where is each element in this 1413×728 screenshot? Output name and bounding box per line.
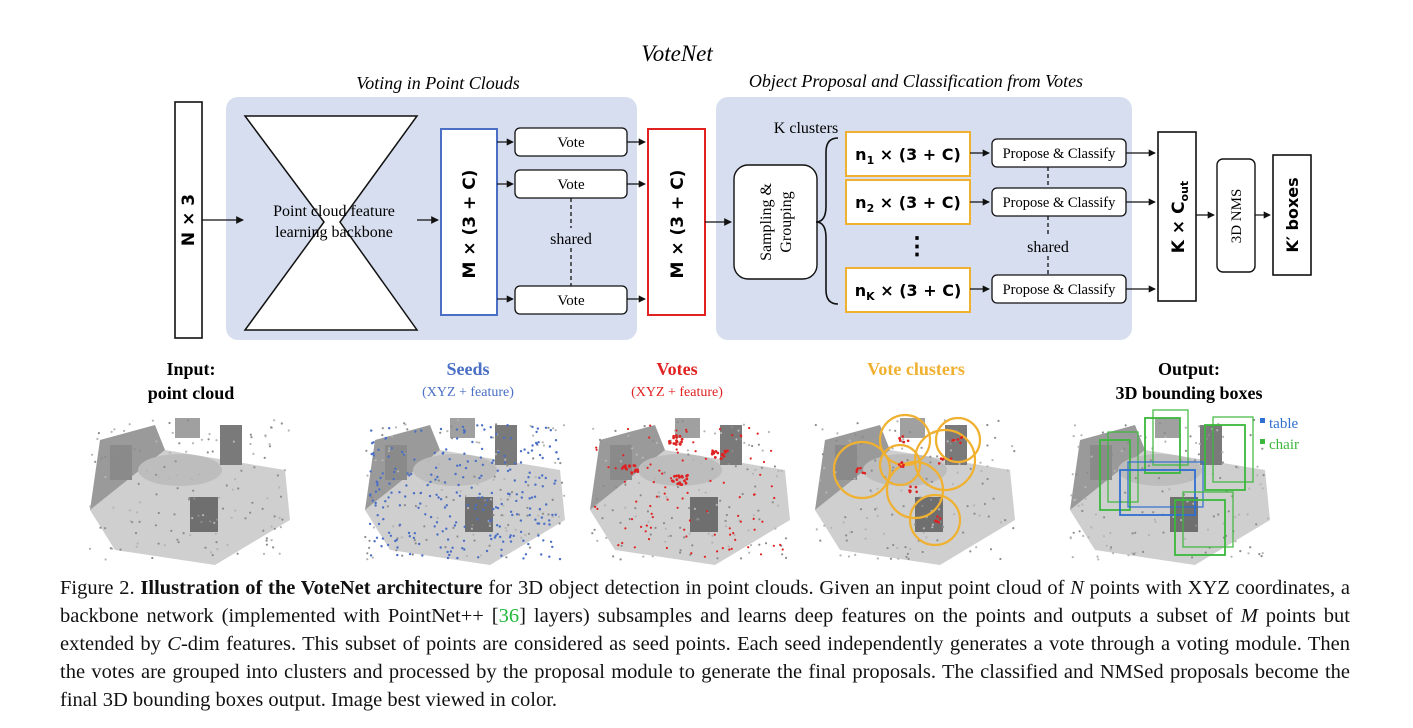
vote-label: Vote (557, 293, 585, 309)
caption-text: points but extended by (60, 605, 1350, 655)
panel-input-title-2: point cloud (148, 383, 235, 403)
figure-caption: Figure 2. Illustration of the VoteNet ar… (60, 574, 1350, 714)
propose-label: Propose & Classify (1003, 195, 1117, 211)
k-clusters-label: K clusters (774, 120, 838, 137)
shared-label: shared (1027, 239, 1069, 256)
cluster-brace (815, 137, 839, 305)
backbone-label-line1: Point cloud feature (273, 203, 395, 220)
panel-seeds-title: Seeds (446, 359, 489, 379)
caption-var-n: N (1070, 577, 1084, 599)
legend-chair-swatch (1260, 439, 1265, 444)
ellipsis-label: ⋮ (905, 234, 929, 260)
svg-text:nK × (3 + C): nK × (3 + C) (855, 281, 962, 303)
seeds-point-cloud-image (364, 418, 566, 565)
kcout-block (1157, 131, 1197, 302)
sampling-label-line1: Sampling & (758, 183, 775, 261)
propose-label: Propose & Classify (1003, 282, 1117, 298)
citation-link[interactable]: 36 (498, 605, 520, 627)
output-point-cloud-image (1069, 409, 1270, 565)
caption-var-m: M (1240, 605, 1258, 627)
votes-block-label: M × (3 + C) (668, 170, 688, 279)
svg-text:n1 × (3 + C): n1 × (3 + C) (855, 145, 961, 167)
caption-text: -dim features. This subset of points are… (60, 633, 1350, 711)
panel-output-title-2: 3D bounding boxes (1115, 383, 1262, 403)
cluster-box-2: n2 × (3 + C) (845, 179, 971, 225)
figure-title: VoteNet (641, 41, 713, 66)
vote-clusters-point-cloud-image (814, 413, 1016, 565)
vote-label: Vote (557, 135, 585, 151)
input-block (174, 101, 203, 339)
nms-block-label: 3D NMS (1229, 189, 1245, 244)
panel-votes-title: Votes (656, 359, 697, 379)
shared-label: shared (550, 231, 592, 248)
backbone-shape (243, 115, 419, 331)
sampling-label-line2: Grouping (778, 191, 795, 252)
sampling-grouping-block (733, 164, 818, 280)
caption-bold-title: Illustration of the VoteNet architecture (140, 577, 483, 599)
architecture-diagram: VoteNet Voting in Point Clouds Object Pr… (88, 41, 1312, 565)
kcout-block-label: K × Cout (1169, 181, 1191, 253)
svg-text:n2 × (3 + C): n2 × (3 + C) (855, 193, 961, 215)
cluster-box-1: n1 × (3 + C) (845, 131, 971, 177)
seeds-block-label: M × (3 + C) (460, 170, 480, 279)
input-point-cloud-image (88, 418, 290, 565)
caption-text: points with XYZ coordinates, a backbone … (60, 577, 1350, 627)
caption-text: for 3D object detection in point clouds.… (482, 577, 1071, 599)
votes-point-cloud-image (590, 418, 790, 565)
panel-votes-subtitle: (XYZ + feature) (631, 385, 723, 400)
cluster-box-k: nK × (3 + C) (845, 267, 971, 313)
caption-label: Figure 2. (60, 577, 135, 599)
panel-seeds-subtitle: (XYZ + feature) (422, 385, 514, 400)
legend-table-swatch (1260, 418, 1265, 423)
legend-chair-label: chair (1269, 437, 1299, 453)
vote-label: Vote (557, 177, 585, 193)
seeds-block (440, 128, 498, 316)
output-block (1272, 154, 1312, 276)
legend-table-label: table (1269, 416, 1298, 432)
voting-section-label: Voting in Point Clouds (356, 73, 520, 93)
propose-label: Propose & Classify (1003, 146, 1117, 162)
caption-text: ] layers) subsamples and learns deep fea… (519, 605, 1241, 627)
proposal-section-label: Object Proposal and Classification from … (749, 71, 1083, 91)
votes-block (647, 128, 706, 316)
caption-var-c: C (167, 633, 181, 655)
output-block-label: K′ boxes (1283, 177, 1302, 252)
input-block-label: N × 3 (179, 194, 199, 246)
backbone-label-line2: learning backbone (275, 224, 393, 241)
panel-input-title-1: Input: (166, 359, 215, 379)
panel-clusters-title: Vote clusters (867, 359, 965, 379)
panel-output-title-1: Output: (1158, 359, 1220, 379)
